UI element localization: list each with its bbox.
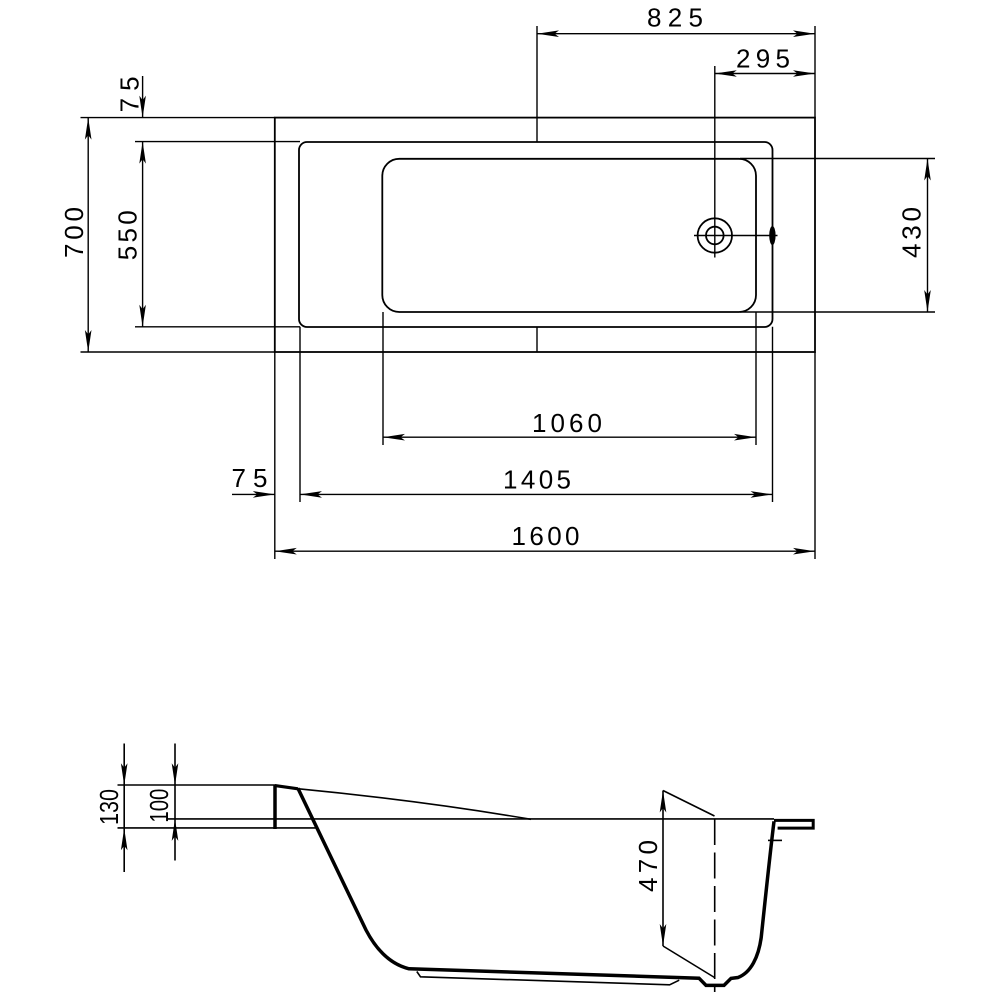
svg-text:550: 550	[112, 210, 142, 260]
svg-text:825: 825	[647, 3, 703, 33]
svg-text:1405: 1405	[503, 465, 571, 495]
svg-text:430: 430	[896, 207, 926, 258]
svg-text:100: 100	[144, 789, 174, 823]
svg-text:75: 75	[114, 76, 144, 112]
svg-text:470: 470	[633, 840, 663, 892]
svg-text:1060: 1060	[532, 408, 602, 438]
svg-text:75: 75	[232, 463, 268, 493]
svg-text:295: 295	[736, 44, 790, 74]
svg-text:700: 700	[59, 207, 89, 258]
svg-text:1600: 1600	[512, 521, 580, 551]
svg-text:130: 130	[94, 789, 124, 825]
